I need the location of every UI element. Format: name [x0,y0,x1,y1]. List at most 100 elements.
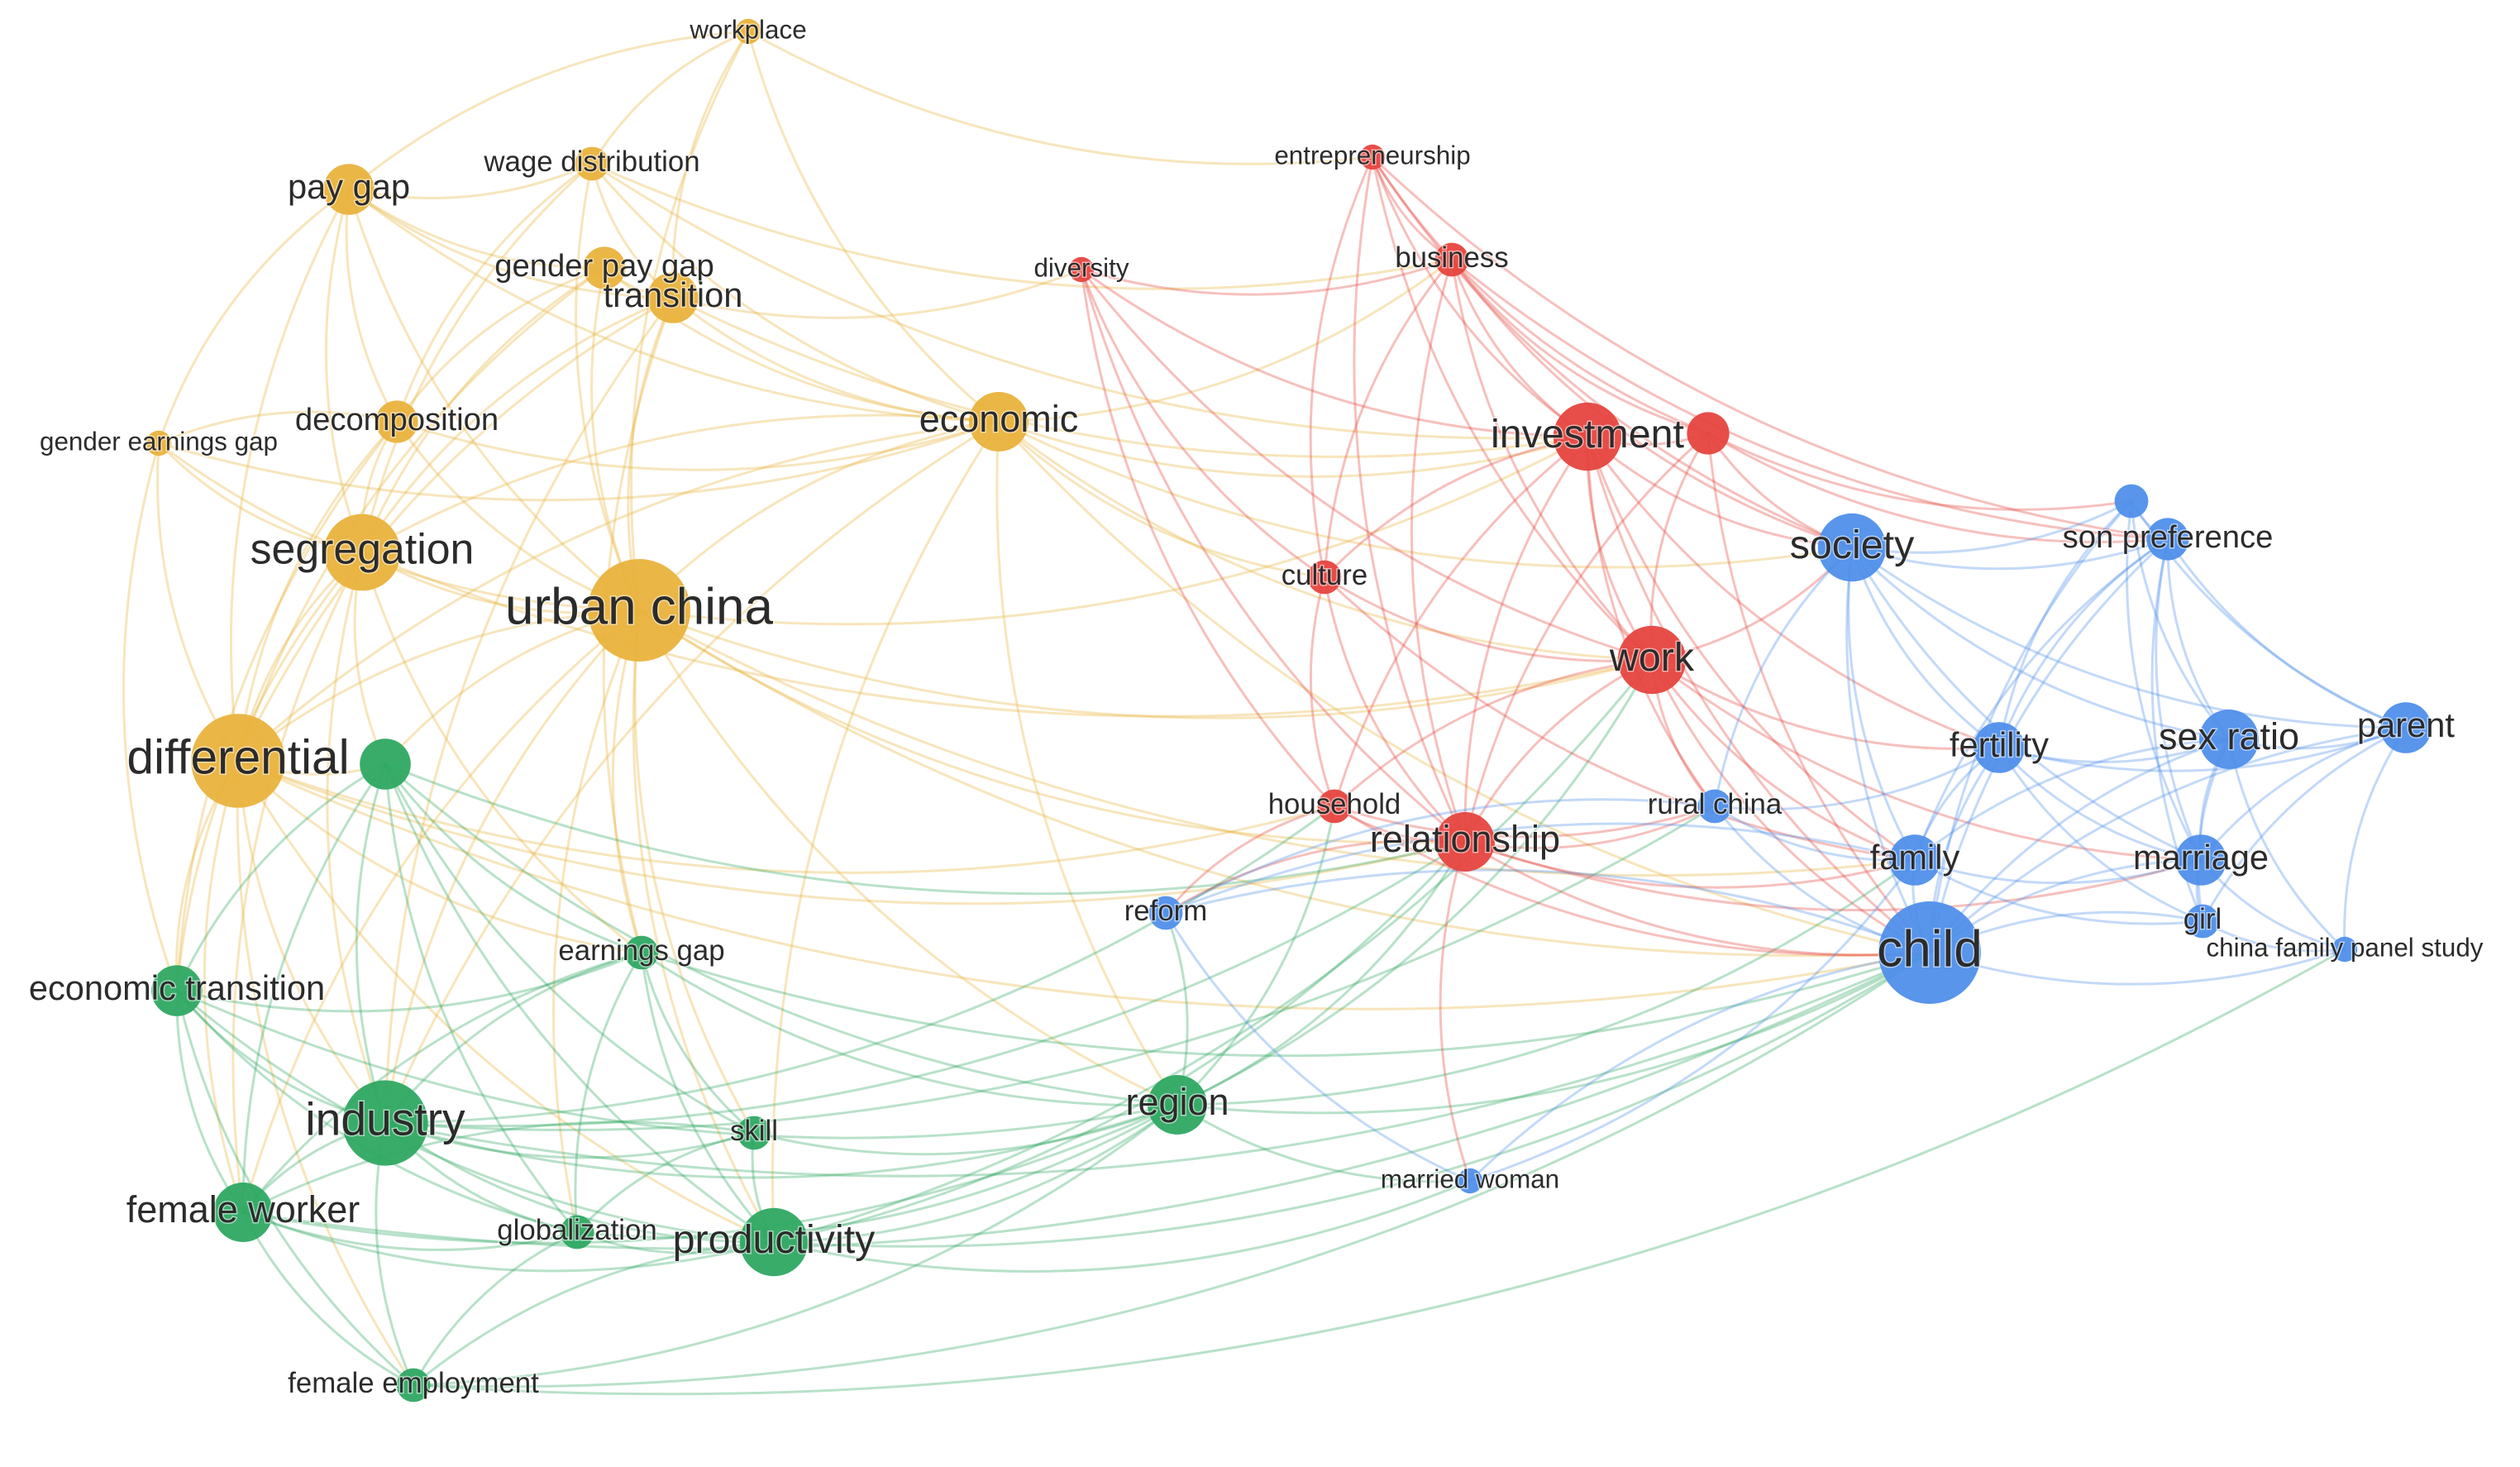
node-pay-gap[interactable] [323,164,375,215]
node-wage-distribution[interactable] [575,146,609,181]
label-society[interactable]: society [1788,521,1916,568]
label-entrepreneurship[interactable]: entrepreneurship [1273,140,1472,171]
node-investment[interactable] [1553,402,1622,471]
node-work[interactable] [1617,625,1687,695]
label-industry[interactable]: industry [304,1092,467,1146]
label-parent[interactable]: parent [2356,704,2456,745]
edge-urban_china-industry [384,609,641,1125]
label-married-woman[interactable]: married woman [1379,1164,1560,1195]
node-rural-china[interactable] [1697,789,1732,824]
edge-culture-relationship [1323,576,1467,843]
edge-green_hub-skill [384,762,756,1135]
label-culture[interactable]: culture [1280,558,1368,593]
label-investment[interactable]: investment [1490,410,1687,457]
label-child[interactable]: child [1876,920,1984,979]
node-married-woman[interactable] [1457,1168,1483,1194]
node-china-family-panel-study[interactable] [2331,936,2358,963]
node-diversity[interactable] [1068,256,1095,283]
label-marriage[interactable]: marriage [2131,836,2269,877]
label-female-employment[interactable]: female employment [287,1366,541,1401]
label-sex-ratio[interactable]: sex ratio [2157,714,2300,758]
edge-urban_china-region [637,609,1179,1106]
label-economic[interactable]: economic [918,396,1080,441]
node-gender-earnings-gap[interactable] [146,430,172,456]
node-urban-china[interactable] [588,559,690,662]
label-female-worker[interactable]: female worker [125,1187,361,1231]
node-culture[interactable] [1307,560,1342,595]
label-relationship[interactable]: relationship [1368,816,1561,861]
node-earnings-gap[interactable] [624,935,659,970]
node-household[interactable] [1317,789,1352,824]
node-gender-pay-gap[interactable] [583,246,626,289]
edge-industry-household [384,805,1336,1125]
label-son-preference[interactable]: son preference [2061,518,2274,557]
label-pay-gap[interactable]: pay gap [286,165,411,207]
node-family[interactable] [1889,834,1940,886]
node-workplace[interactable] [735,18,761,45]
edge-pay_gap-differential [229,188,351,762]
label-decomposition[interactable]: decomposition [294,401,499,439]
node-region[interactable] [1148,1075,1207,1135]
label-wage-distribution[interactable]: wage distribution [482,145,701,179]
label-urban-china[interactable]: urban china [504,577,775,637]
node-skill[interactable] [737,1116,771,1150]
label-economic-transition[interactable]: economic transition [27,967,326,1008]
edge-economic-investment [997,420,1589,478]
node-industry[interactable] [342,1080,428,1166]
label-region[interactable]: region [1124,1079,1230,1124]
label-diversity[interactable]: diversity [1033,252,1130,284]
edge-entrepreneurship-investment [1371,155,1589,438]
node-blue-top[interactable] [2114,484,2149,518]
node-female-worker[interactable] [213,1183,273,1242]
node-green-hub[interactable] [360,738,411,790]
node-red-hub[interactable] [1687,412,1730,455]
label-girl[interactable]: girl [2182,902,2222,937]
label-transition[interactable]: transition [602,274,744,315]
edge-economic-region [995,420,1179,1106]
label-differential[interactable]: differential [126,729,351,786]
node-girl[interactable] [2185,904,2220,939]
label-gender-pay-gap[interactable]: gender pay gap [494,247,715,285]
label-workplace[interactable]: workplace [688,14,808,45]
label-household[interactable]: household [1267,787,1402,822]
node-female-employment[interactable] [396,1368,431,1402]
node-business[interactable] [1434,242,1469,277]
node-fertility[interactable] [1974,722,2025,773]
edge-region-family [1176,858,1916,1106]
node-differential[interactable] [191,714,285,808]
label-business[interactable]: business [1394,241,1510,275]
node-sex-ratio[interactable] [2199,710,2259,769]
node-productivity[interactable] [739,1207,809,1277]
node-economic[interactable] [969,392,1029,452]
label-gender-earnings-gap[interactable]: gender earnings gap [39,426,279,457]
label-work[interactable]: work [1607,633,1696,681]
label-china-family-panel-study[interactable]: china family panel study [2205,932,2484,963]
node-parent[interactable] [2380,702,2432,753]
node-child[interactable] [1878,901,1981,1004]
node-son-preference[interactable] [2146,518,2189,561]
node-segregation[interactable] [323,514,401,591]
label-productivity[interactable]: productivity [671,1216,877,1263]
edge-business-son_preference [1450,258,2169,541]
label-reform[interactable]: reform [1123,894,1209,929]
label-segregation[interactable]: segregation [249,523,475,574]
node-entrepreneurship[interactable] [1359,144,1386,170]
node-economic-transition[interactable] [151,965,203,1016]
node-society[interactable] [1817,513,1887,582]
node-decomposition[interactable] [375,400,418,443]
node-reform[interactable] [1148,896,1183,930]
label-rural-china[interactable]: rural china [1646,787,1783,822]
edge-industry-region [384,1103,1179,1179]
node-globalization[interactable] [560,1215,594,1250]
node-marriage[interactable] [2175,834,2226,886]
label-earnings-gap[interactable]: earnings gap [557,934,726,968]
label-family[interactable]: family [1869,836,1961,877]
label-skill[interactable]: skill [729,1114,780,1149]
node-transition[interactable] [647,272,699,323]
edge-investment-relationship [1463,435,1589,843]
node-relationship[interactable] [1435,812,1495,872]
label-globalization[interactable]: globalization [496,1213,658,1248]
edge-son_preference-child [1928,538,2169,954]
label-fertility[interactable]: fertility [1948,724,2050,765]
edge-urban_china-child [637,609,1931,958]
